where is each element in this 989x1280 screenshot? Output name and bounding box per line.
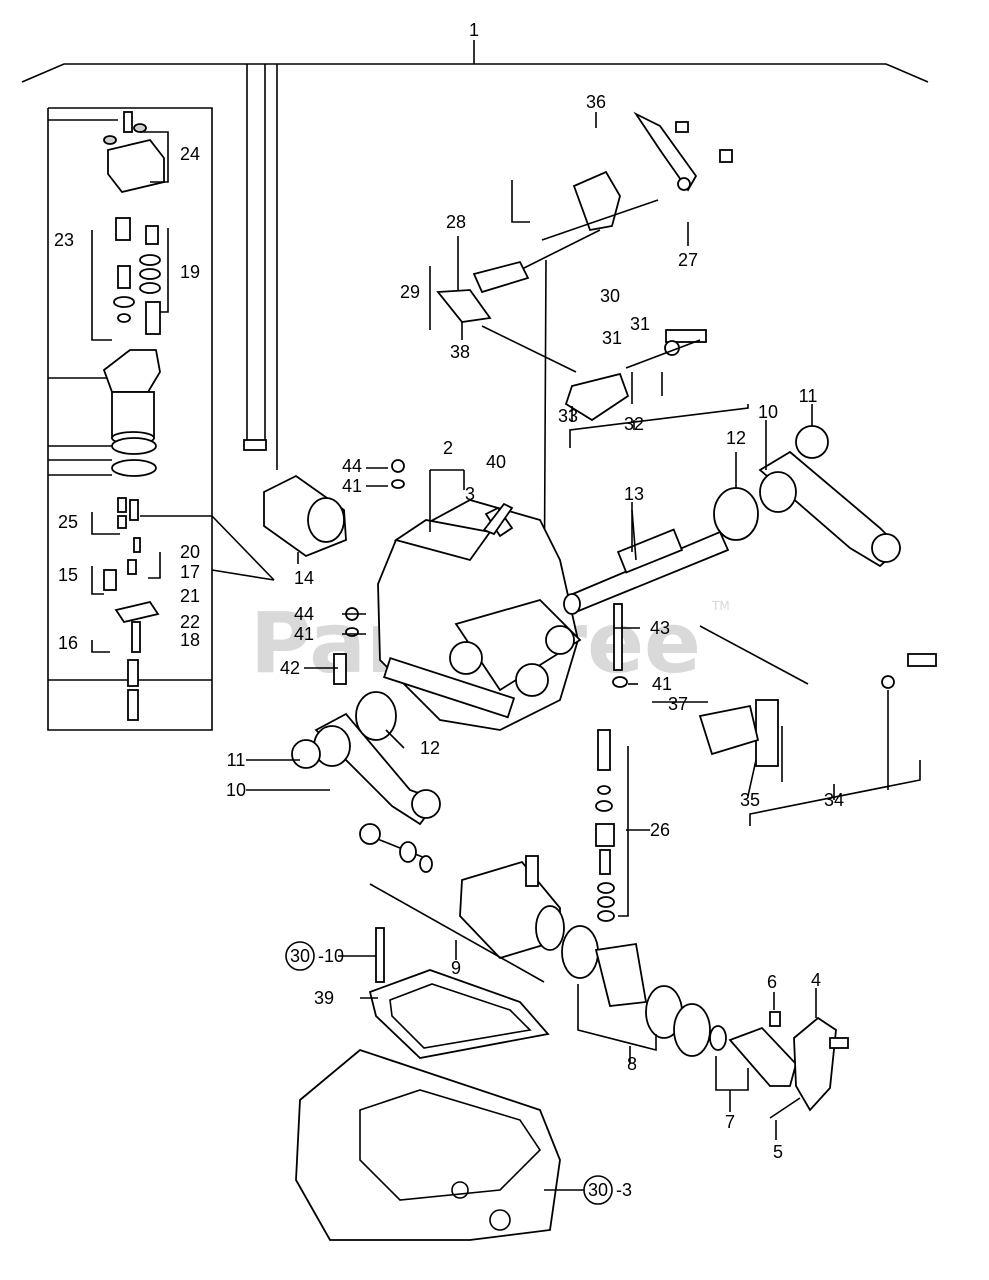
linkage-34 [698,625,937,826]
callout-31-b: 31 [630,314,650,334]
callout-42: 42 [280,658,300,678]
callout-11-right: 11 [799,386,818,406]
callout-41-mid: 41 [294,624,314,644]
callout-1: 1 [469,20,479,40]
callout-17: 17 [180,562,200,582]
callout-26: 26 [650,820,670,840]
callout-27: 27 [678,250,698,270]
callout-19: 19 [180,262,200,282]
callout-23: 23 [54,230,74,250]
callout-4: 4 [811,970,821,990]
leader-lines [246,112,835,1191]
callout-32: 32 [624,414,644,434]
assembly-bracket-1 [21,40,929,470]
callout-24: 24 [180,144,200,164]
reference-30-10-suffix: -10 [318,946,344,966]
callout-39: 39 [314,988,334,1008]
callout-43: 43 [650,618,670,638]
callout-35: 35 [740,790,760,810]
callout-10-right: 10 [758,402,778,422]
control-lever-assembly [436,111,749,641]
callout-7: 7 [725,1112,735,1132]
callout-13: 13 [624,484,644,504]
callout-labels: 1 2 3 4 5 6 7 8 9 10 10 11 11 12 12 13 1… [54,20,844,1162]
callout-16: 16 [58,633,78,653]
callout-12-right: 12 [726,428,746,448]
callout-44-mid: 44 [294,604,314,624]
reference-30-3-suffix: -3 [616,1180,632,1200]
cylinder-assembly [359,823,849,1119]
callout-37: 37 [668,694,688,714]
callout-14: 14 [294,568,314,588]
gasket-39 [368,927,550,1059]
callout-41-top: 41 [342,476,362,496]
callout-28: 28 [446,212,466,232]
callout-11-left: 11 [227,750,246,770]
callout-38: 38 [450,342,470,362]
reference-30-number: 30 [290,946,310,966]
callout-15: 15 [58,565,78,585]
valve-housing [377,499,582,731]
relief-valve-stack [595,729,629,922]
callout-21: 21 [180,586,200,606]
valve-inset-panel [47,107,275,731]
callout-40: 40 [486,452,506,472]
lift-arm-right [713,425,902,568]
callout-10-left: 10 [226,780,246,800]
callout-33: 33 [558,406,578,426]
watermark-trademark: TM [711,599,730,613]
callout-8: 8 [627,1054,637,1074]
transmission-case [295,1048,561,1241]
reference-30-number-2: 30 [588,1180,608,1200]
lift-arm-left [291,691,441,826]
callout-41-right: 41 [652,674,672,694]
callout-36: 36 [586,92,606,112]
callout-34: 34 [824,790,844,810]
callout-29: 29 [400,282,420,302]
callout-18: 18 [180,630,200,650]
callout-30: 30 [600,286,620,306]
callout-12-left: 12 [420,738,440,758]
callout-9: 9 [451,958,461,978]
lift-shaft [563,509,730,615]
callout-6: 6 [767,972,777,992]
callout-31-a: 31 [602,328,622,348]
callout-20: 20 [180,542,200,562]
reference-callout-30-3: 30 -3 [583,1175,632,1205]
valve-body-14 [243,439,347,558]
reference-callout-30-10: 30 -10 [285,941,344,971]
callout-2: 2 [443,438,453,458]
callout-22: 22 [180,612,200,632]
callout-5: 5 [773,1142,783,1162]
callout-25: 25 [58,512,78,532]
callout-44-top: 44 [342,456,362,476]
callout-3: 3 [465,484,475,504]
